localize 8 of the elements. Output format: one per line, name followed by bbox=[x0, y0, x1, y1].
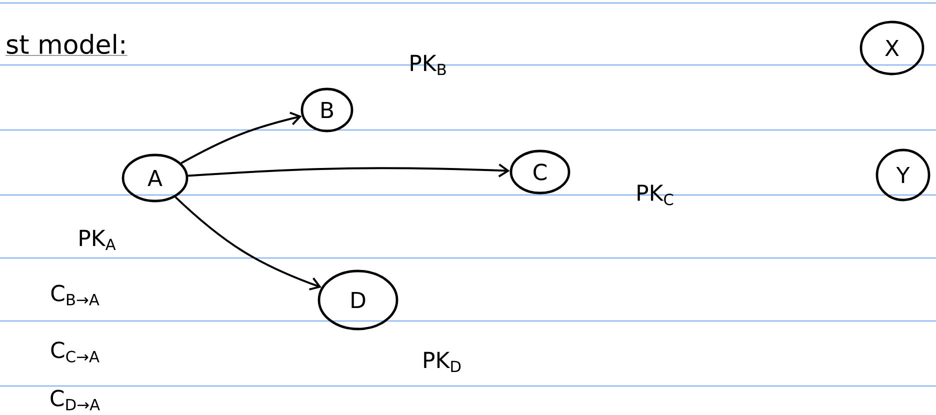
arrow bbox=[180, 112, 302, 164]
label: PK$_{B}$ bbox=[410, 54, 446, 76]
arrow bbox=[174, 196, 322, 290]
label: C$_{D→A}$ bbox=[50, 390, 100, 410]
arrow bbox=[188, 164, 510, 178]
heading: st model: bbox=[5, 34, 128, 56]
label: C$_{C→A}$ bbox=[51, 342, 100, 362]
label: C$_{B→A}$ bbox=[51, 284, 100, 306]
